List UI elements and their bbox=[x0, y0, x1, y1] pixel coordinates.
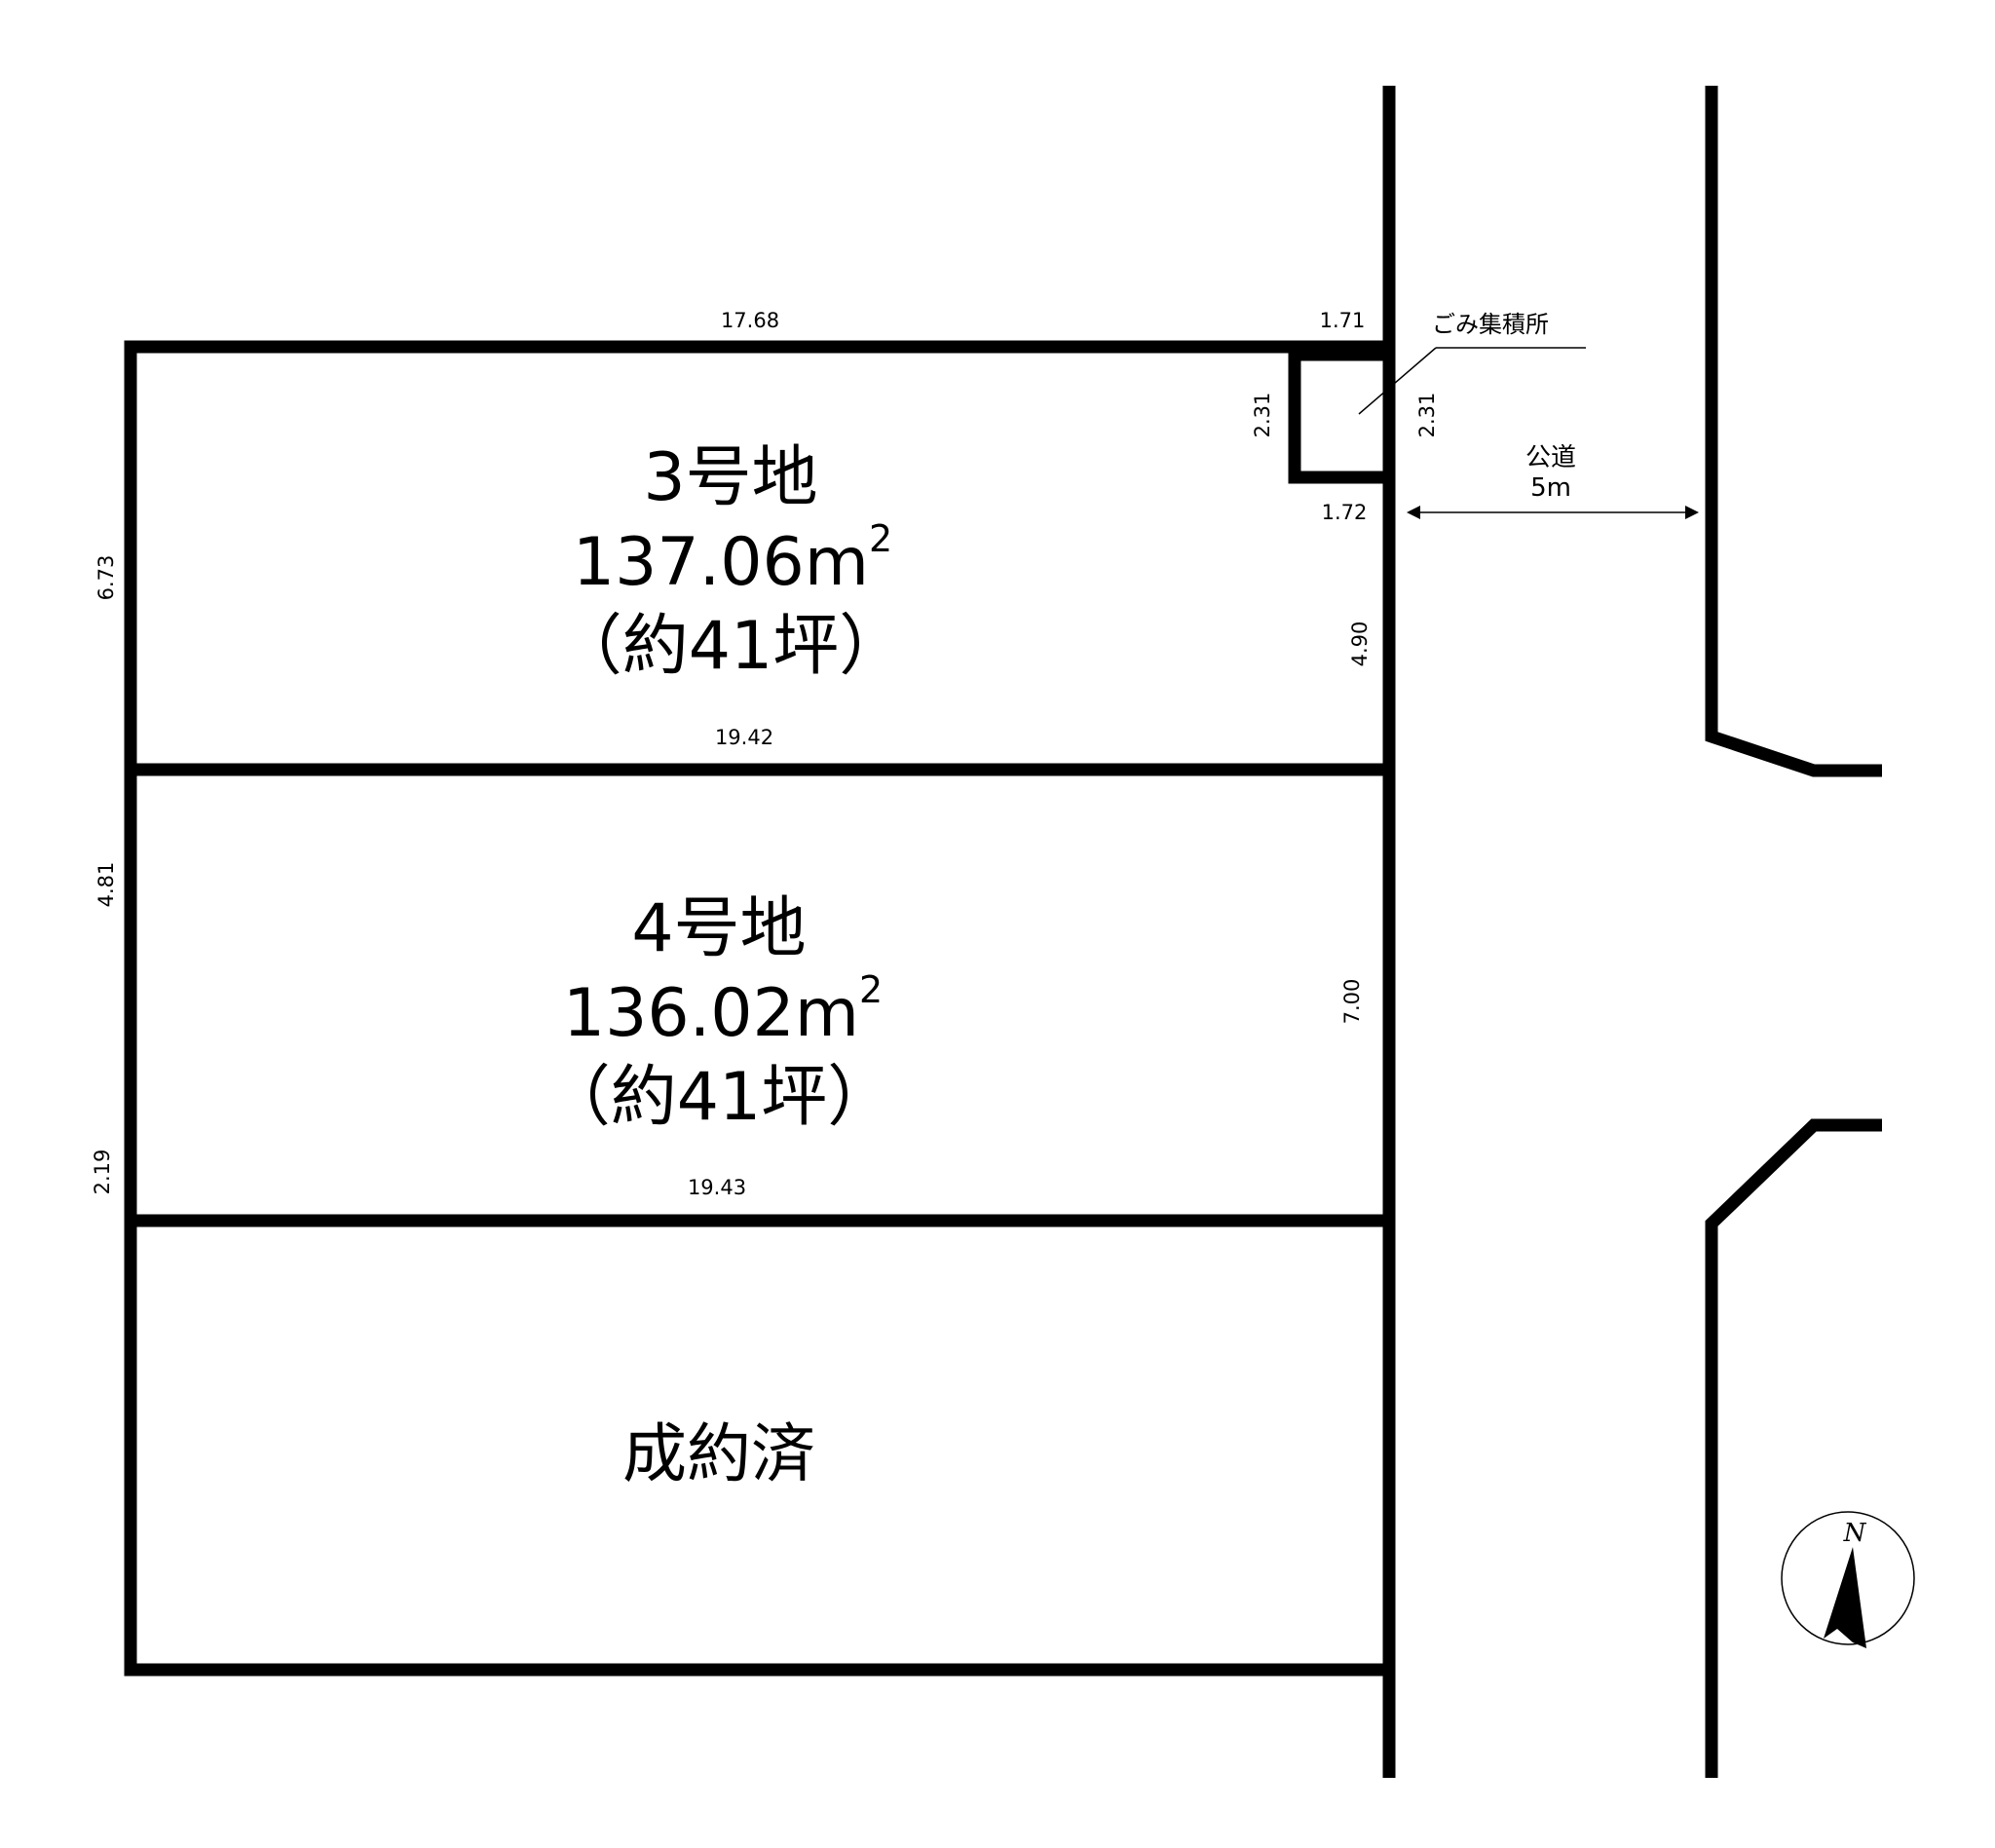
north-arrow-icon bbox=[1781, 1511, 1915, 1648]
road-width-arrowhead-right bbox=[1685, 506, 1699, 519]
dim-lot3-right: 4.90 bbox=[1348, 622, 1372, 667]
dim-gomi-right: 2.31 bbox=[1415, 393, 1439, 438]
dim-gomi-bottom: 1.72 bbox=[1322, 501, 1368, 524]
lot3-area: 137.06m2 bbox=[573, 517, 892, 601]
lot4-name: 4号地 bbox=[631, 890, 806, 967]
road-width: 5m bbox=[1530, 473, 1571, 503]
dim-lot3-bottom: 19.42 bbox=[715, 726, 773, 749]
sold-label: 成約済 bbox=[622, 1416, 815, 1491]
dim-lot3-left: 6.73 bbox=[94, 555, 118, 601]
dim-lot4-right: 7.00 bbox=[1340, 979, 1364, 1025]
road-right-edge-upper bbox=[1705, 86, 1882, 777]
dim-lot4-left: 4.81 bbox=[94, 862, 118, 908]
gomi-area-box bbox=[1288, 348, 1389, 484]
north-label: N bbox=[1843, 1519, 1867, 1548]
lot-boundary-outer bbox=[124, 340, 1385, 1677]
road-right-edge-lower bbox=[1705, 1118, 1882, 1778]
dim-lot5-left: 2.19 bbox=[91, 1150, 114, 1195]
dim-gomi-left: 2.31 bbox=[1251, 393, 1274, 438]
dim-top-gomi: 1.71 bbox=[1320, 309, 1366, 332]
lot4-area: 136.02m2 bbox=[563, 968, 883, 1052]
lot4-tsubo: （約41坪） bbox=[545, 1059, 894, 1136]
gomi-leader-line bbox=[1358, 347, 1437, 415]
gomi-label: ごみ集積所 bbox=[1432, 311, 1549, 338]
dim-top-lot3: 17.68 bbox=[721, 309, 779, 332]
lot3-tsubo: （約41坪） bbox=[556, 608, 906, 685]
dim-lot4-bottom: 19.43 bbox=[688, 1176, 746, 1199]
road-width-arrowhead-left bbox=[1407, 506, 1420, 519]
road-label: 公道 bbox=[1525, 443, 1576, 472]
lot3-name: 3号地 bbox=[643, 439, 817, 516]
